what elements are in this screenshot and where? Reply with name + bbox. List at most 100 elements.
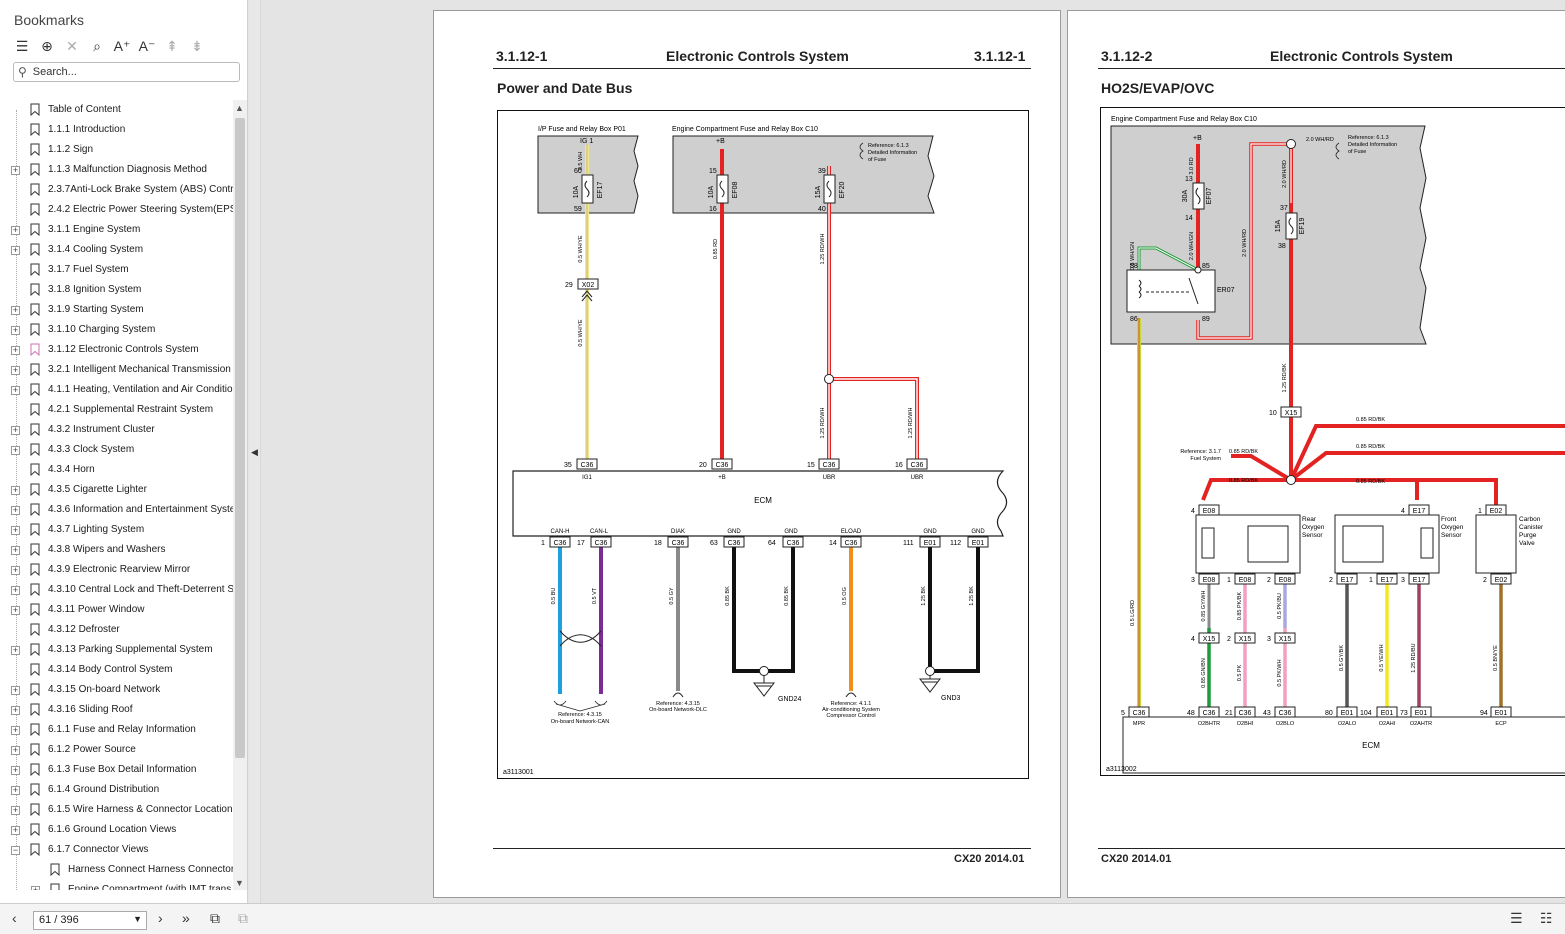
- scroll-up-icon[interactable]: ▲: [235, 103, 244, 113]
- add-bookmark-icon[interactable]: ⊕: [41, 37, 53, 54]
- bookmark-item[interactable]: +4.3.16 Sliding Roof: [0, 700, 233, 720]
- bookmark-item[interactable]: +3.1.9 Starting System: [0, 300, 233, 320]
- bookmark-item[interactable]: +3.1.12 Electronic Controls System: [0, 340, 233, 360]
- bookmark-item[interactable]: +3.1.4 Cooling System: [0, 240, 233, 260]
- bookmark-item[interactable]: +1.1.3 Malfunction Diagnosis Method: [0, 160, 233, 180]
- expand-bookmark-icon[interactable]: ⇞: [166, 37, 178, 54]
- bookmark-scrollbar[interactable]: ▲ ▼: [233, 100, 247, 890]
- bookmark-item[interactable]: Harness Connect Harness Connectors: [0, 860, 233, 880]
- bookmark-item[interactable]: +4.3.5 Cigarette Lighter: [0, 480, 233, 500]
- expand-icon[interactable]: +: [11, 445, 20, 455]
- bookmark-item[interactable]: +6.1.5 Wire Harness & Connector Location…: [0, 800, 233, 820]
- bookmark-item[interactable]: 4.3.12 Defroster: [0, 620, 233, 640]
- canister-label-2: Canister: [1519, 524, 1544, 531]
- bookmark-item[interactable]: 3.1.7 Fuel System: [0, 260, 233, 280]
- expand-icon[interactable]: +: [11, 685, 20, 695]
- bookmark-item[interactable]: +4.3.2 Instrument Cluster: [0, 420, 233, 440]
- panel-collapse-handle[interactable]: ◀: [249, 0, 261, 903]
- expand-icon[interactable]: +: [11, 225, 20, 235]
- bookmark-list-icon[interactable]: ☰: [15, 37, 29, 54]
- expand-icon[interactable]: +: [11, 785, 20, 795]
- bookmark-item[interactable]: 4.2.1 Supplemental Restraint System: [0, 400, 233, 420]
- svg-text:E08: E08: [1203, 508, 1216, 515]
- expand-icon[interactable]: +: [11, 385, 20, 395]
- bookmark-item[interactable]: +4.3.3 Clock System: [0, 440, 233, 460]
- svg-text:O2AHTR: O2AHTR: [1410, 721, 1432, 727]
- expand-icon[interactable]: +: [11, 425, 20, 435]
- bookmark-item[interactable]: +4.3.15 On-board Network: [0, 680, 233, 700]
- bookmark-item[interactable]: +4.3.8 Wipers and Washers: [0, 540, 233, 560]
- expand-icon[interactable]: +: [11, 365, 20, 375]
- expand-icon[interactable]: +: [11, 505, 20, 515]
- expand-icon[interactable]: +: [11, 645, 20, 655]
- expand-icon[interactable]: +: [11, 585, 20, 595]
- copy-page-icon[interactable]: ⧉: [210, 910, 220, 926]
- expand-icon[interactable]: +: [11, 605, 20, 615]
- bookmark-item[interactable]: +6.1.4 Ground Distribution: [0, 780, 233, 800]
- bookmark-item[interactable]: +4.3.9 Electronic Rearview Mirror: [0, 560, 233, 580]
- expand-icon[interactable]: +: [11, 565, 20, 575]
- bookmark-item[interactable]: +4.3.10 Central Lock and Theft-Deterrent…: [0, 580, 233, 600]
- bookmark-item[interactable]: +3.2.1 Intelligent Mechanical Transmissi…: [0, 360, 233, 380]
- bookmark-item[interactable]: 1.1.2 Sign: [0, 140, 233, 160]
- bookmark-item[interactable]: Table of Content: [0, 100, 233, 120]
- bookmark-item[interactable]: 4.3.14 Body Control System: [0, 660, 233, 680]
- bookmark-item[interactable]: +4.3.7 Lighting System: [0, 520, 233, 540]
- expand-icon[interactable]: +: [11, 765, 20, 775]
- bookmark-item[interactable]: +3.1.10 Charging System: [0, 320, 233, 340]
- fuse-3-amp: 15A: [815, 185, 822, 198]
- expand-icon[interactable]: +: [11, 485, 20, 495]
- svg-text:UBR: UBR: [911, 475, 924, 481]
- expand-icon[interactable]: +: [11, 805, 20, 815]
- svg-text:E17: E17: [1381, 577, 1394, 584]
- search-input[interactable]: [32, 66, 223, 78]
- expand-icon[interactable]: +: [11, 325, 20, 335]
- single-page-view-icon[interactable]: ☰: [1510, 910, 1523, 926]
- expand-icon[interactable]: +: [11, 525, 20, 535]
- continuous-view-icon[interactable]: ☷: [1540, 910, 1553, 926]
- bookmark-item[interactable]: 2.3.7Anti-Lock Brake System (ABS) Contro…: [0, 180, 233, 200]
- expand-icon[interactable]: +: [11, 825, 20, 835]
- bookmark-item[interactable]: 3.1.8 Ignition System: [0, 280, 233, 300]
- next-page-button[interactable]: ›: [158, 910, 163, 926]
- expand-icon[interactable]: +: [11, 705, 20, 715]
- paste-page-icon[interactable]: ⧉: [238, 910, 248, 926]
- bookmark-item[interactable]: 4.3.4 Horn: [0, 460, 233, 480]
- bookmark-item[interactable]: +3.1.1 Engine System: [0, 220, 233, 240]
- find-bookmark-icon[interactable]: ⌕: [93, 37, 101, 54]
- page-number-select[interactable]: 61 / 396 ▼: [33, 911, 147, 930]
- prev-page-button[interactable]: ‹: [12, 910, 17, 926]
- expand-icon[interactable]: +: [11, 345, 20, 355]
- expand-icon[interactable]: +: [11, 305, 20, 315]
- bookmark-item[interactable]: +4.3.13 Parking Supplemental System: [0, 640, 233, 660]
- scroll-thumb[interactable]: [235, 118, 245, 758]
- bookmark-item[interactable]: +Engine Compartment (with IMT trans: [0, 880, 233, 890]
- bookmark-item[interactable]: +4.3.11 Power Window: [0, 600, 233, 620]
- expand-icon[interactable]: +: [31, 886, 40, 890]
- scroll-down-icon[interactable]: ▼: [235, 878, 244, 888]
- bookmark-item[interactable]: +6.1.3 Fuse Box Detail Information: [0, 760, 233, 780]
- collapse-bookmark-icon[interactable]: ⇟: [191, 37, 203, 54]
- expand-icon[interactable]: +: [11, 245, 20, 255]
- bookmark-item[interactable]: +4.1.1 Heating, Ventilation and Air Cond…: [0, 380, 233, 400]
- expand-icon[interactable]: +: [11, 545, 20, 555]
- bookmark-item[interactable]: +6.1.1 Fuse and Relay Information: [0, 720, 233, 740]
- increase-font-icon[interactable]: A⁺: [113, 37, 131, 54]
- last-page-button[interactable]: »: [182, 910, 190, 926]
- svg-text:E01: E01: [1415, 710, 1428, 717]
- expand-icon[interactable]: +: [11, 165, 20, 175]
- bookmark-item[interactable]: +6.1.6 Ground Location Views: [0, 820, 233, 840]
- bookmark-item[interactable]: 1.1.1 Introduction: [0, 120, 233, 140]
- bookmark-item[interactable]: +6.1.2 Power Source: [0, 740, 233, 760]
- collapse-icon[interactable]: −: [11, 845, 20, 855]
- expand-icon[interactable]: +: [11, 745, 20, 755]
- bookmark-item[interactable]: +4.3.6 Information and Entertainment Sys…: [0, 500, 233, 520]
- decrease-font-icon[interactable]: A⁻: [138, 37, 156, 54]
- delete-bookmark-icon[interactable]: ✕: [66, 37, 78, 54]
- bookmark-item[interactable]: 2.4.2 Electric Power Steering System(EPS…: [0, 200, 233, 220]
- bookmark-item[interactable]: −6.1.7 Connector Views: [0, 840, 233, 860]
- branch-label-1: 0.85 RD/BK: [1356, 417, 1385, 423]
- bookmark-search-box[interactable]: ⚲: [13, 62, 240, 82]
- svg-text:MPR: MPR: [1133, 721, 1145, 727]
- expand-icon[interactable]: +: [11, 725, 20, 735]
